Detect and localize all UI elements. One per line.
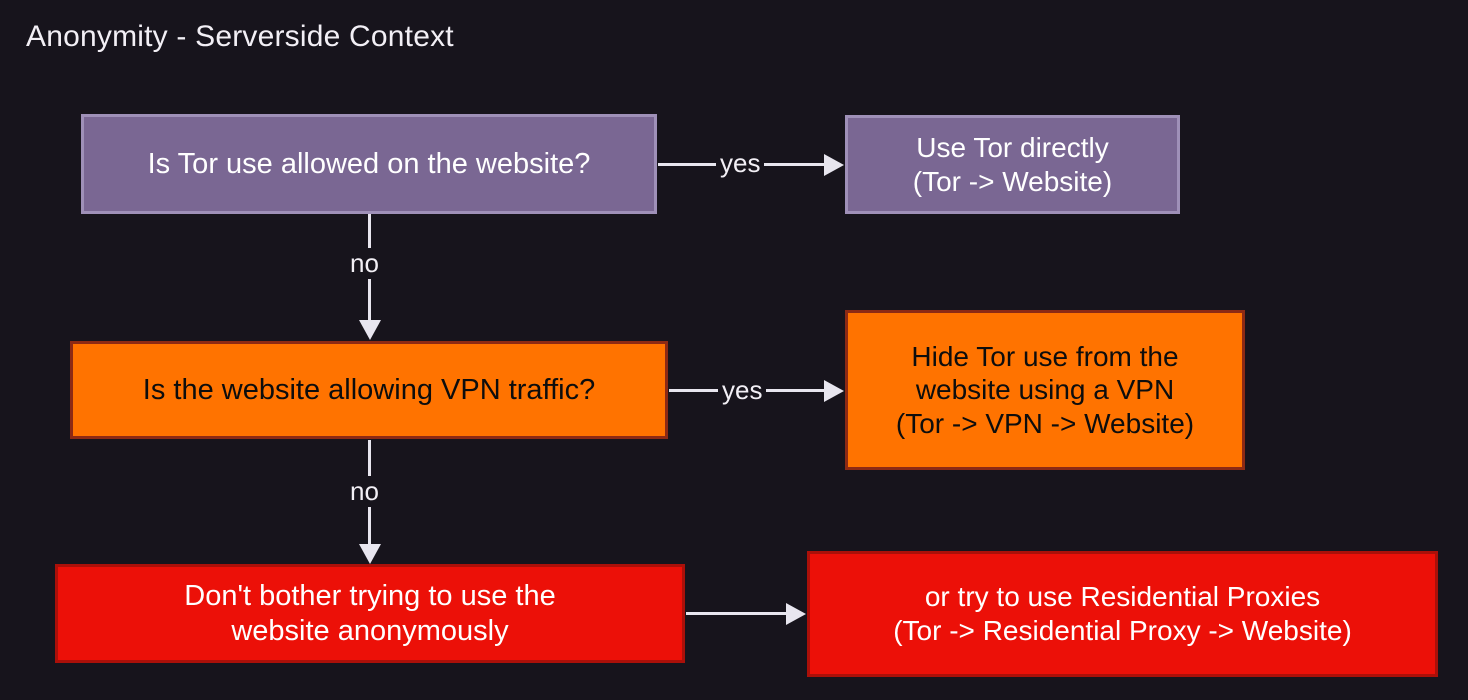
node-dont-bother[interactable]: Don't bother trying to use the website a… [55, 564, 685, 663]
edge-label-yes-1: yes [716, 148, 765, 179]
arrow-right-icon [824, 154, 844, 176]
edge-label-no-1: no [346, 248, 383, 279]
edge-line [686, 612, 788, 615]
edge-q3-to-a3 [686, 603, 808, 625]
page-title: Anonymity - Serverside Context [26, 20, 454, 53]
edge-label-no-2: no [346, 476, 383, 507]
arrow-right-icon [786, 603, 806, 625]
edge-label-yes-2: yes [718, 375, 767, 406]
node-residential-proxies[interactable]: or try to use Residential Proxies (Tor -… [807, 551, 1438, 677]
arrow-down-icon [359, 320, 381, 340]
node-is-tor-allowed[interactable]: Is Tor use allowed on the website? [81, 114, 657, 214]
node-hide-tor-with-vpn[interactable]: Hide Tor use from the website using a VP… [845, 310, 1245, 470]
node-use-tor-directly[interactable]: Use Tor directly (Tor -> Website) [845, 115, 1180, 214]
node-is-vpn-allowed[interactable]: Is the website allowing VPN traffic? [70, 341, 668, 439]
arrow-down-icon [359, 544, 381, 564]
arrow-right-icon [824, 380, 844, 402]
